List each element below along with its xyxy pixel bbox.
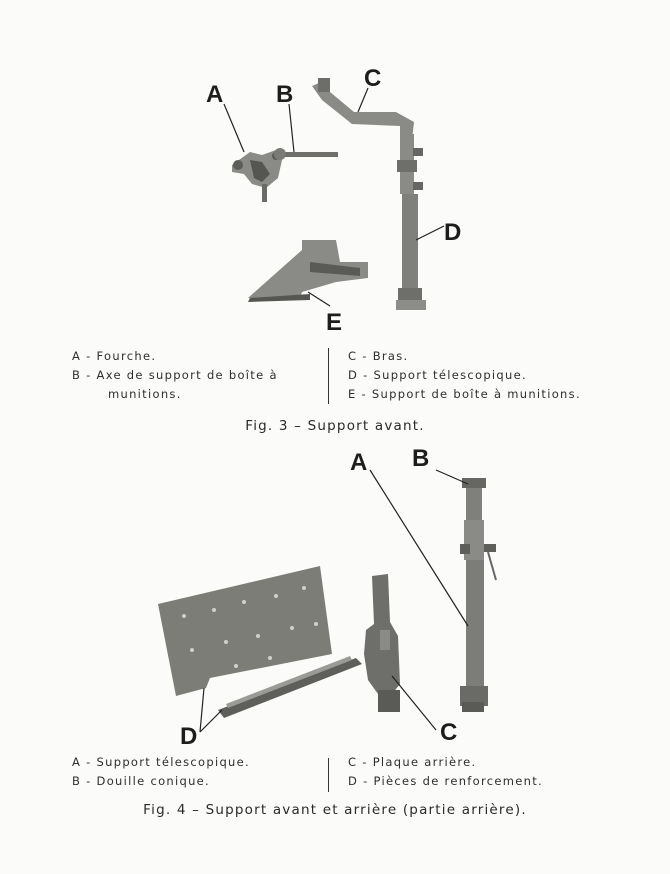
fig3-part-telescopic bbox=[396, 134, 426, 310]
fig3-label-d: D bbox=[444, 219, 461, 246]
legend-item-continuation: munitions. bbox=[108, 387, 182, 401]
fig3-label-c: C bbox=[364, 65, 381, 92]
fig4-label-c: C bbox=[440, 719, 457, 746]
fig3-label-e: E bbox=[326, 309, 342, 336]
legend-item: C - Plaque arrière. bbox=[348, 755, 477, 769]
fig4-legend-left: A - Support télescopique. B - Douille co… bbox=[72, 753, 250, 791]
fig3-label-a: A bbox=[206, 81, 223, 108]
fig4-leader-lines bbox=[199, 469, 469, 733]
fig3-part-axle bbox=[274, 148, 338, 160]
fig3-leader-lines bbox=[223, 87, 445, 307]
fig4-label-b: B bbox=[412, 445, 429, 472]
legend-item: A - Support télescopique. bbox=[72, 755, 250, 769]
legend-item: E - Support de boîte à munitions. bbox=[348, 387, 581, 401]
fig3-caption: Fig. 3 – Support avant. bbox=[245, 418, 425, 434]
fig3-legend-left: A - Fourche. B - Axe de support de boîte… bbox=[72, 347, 278, 404]
fig4-part-plate bbox=[158, 566, 332, 696]
fig3-part-ammo-box-support bbox=[248, 240, 368, 302]
fig4-part-back-bracket bbox=[364, 574, 400, 712]
fig4-label-d: D bbox=[180, 723, 197, 750]
legend-item: A - Fourche. bbox=[72, 349, 157, 363]
fig3-illustration: A B C D E bbox=[206, 65, 461, 336]
fig4-label-a: A bbox=[350, 449, 367, 476]
fig4-caption: Fig. 4 – Support avant et arrière (parti… bbox=[143, 802, 527, 818]
fig4-part-reinforcement bbox=[218, 656, 362, 718]
legend-item: D - Support télescopique. bbox=[348, 368, 527, 382]
fig3-part-fork bbox=[232, 150, 282, 202]
legend-item: C - Bras. bbox=[348, 349, 409, 363]
legend-divider bbox=[328, 758, 329, 792]
fig4-illustration: A B C D bbox=[158, 445, 497, 750]
fig3-legend-right: C - Bras. D - Support télescopique. E - … bbox=[348, 347, 581, 404]
legend-item: D - Pièces de renforcement. bbox=[348, 774, 543, 788]
fig4-part-telescopic bbox=[460, 478, 497, 712]
legend-item: B - Douille conique. bbox=[72, 774, 211, 788]
legend-divider bbox=[328, 348, 329, 404]
legend-item: B - Axe de support de boîte à bbox=[72, 368, 278, 382]
fig3-label-b: B bbox=[276, 81, 293, 108]
fig4-legend-right: C - Plaque arrière. D - Pièces de renfor… bbox=[348, 753, 543, 791]
fig3-part-arm bbox=[312, 78, 414, 140]
